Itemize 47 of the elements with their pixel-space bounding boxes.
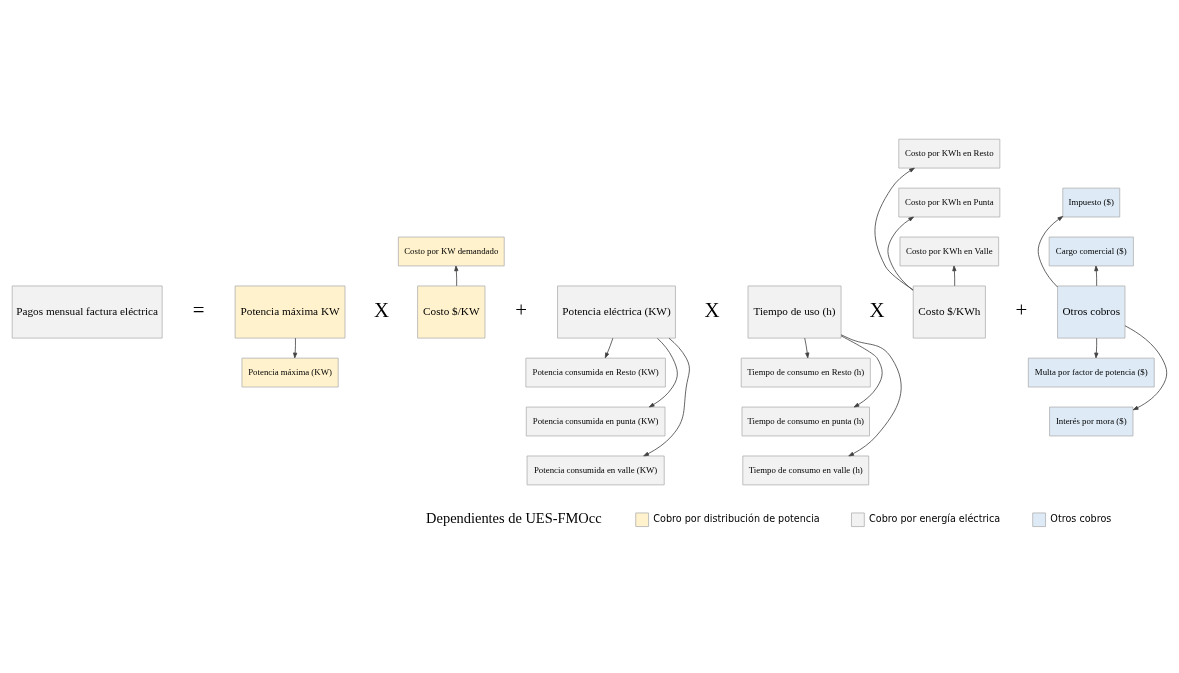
arrow	[1037, 216, 1064, 288]
label: Dependientes de UES-FMOcc	[426, 509, 602, 526]
arrow	[643, 337, 690, 457]
arrow	[887, 216, 914, 291]
node-box: Potencia consumida en Resto (KW)	[525, 357, 666, 388]
arrow	[804, 337, 810, 359]
arrow	[293, 337, 298, 359]
node-box: Costo por KW demandado	[397, 236, 505, 267]
node-box: Potencia eléctrica (KW)	[557, 285, 676, 339]
node-box: Otros cobros	[1057, 285, 1126, 339]
legend-label: Otros cobros	[1050, 513, 1112, 525]
node-box: Cargo comercial ($)	[1048, 236, 1134, 267]
node-box: Potencia máxima KW	[234, 285, 346, 339]
node-box: Impuesto ($)	[1062, 187, 1121, 218]
arrow	[454, 265, 459, 287]
legend-label: Cobro por distribución de potencia	[653, 513, 820, 525]
node-box: Tiempo de uso (h)	[747, 285, 842, 339]
node-box: Pagos mensual factura eléctrica	[11, 285, 163, 339]
arrow	[840, 334, 902, 457]
label: X	[869, 298, 885, 323]
label: =	[192, 298, 205, 323]
arrow	[1094, 265, 1099, 287]
node-box: Tiempo de consumo en valle (h)	[742, 455, 870, 486]
label: +	[1015, 298, 1028, 323]
node-box: Potencia máxima (KW)	[241, 357, 339, 388]
arrow	[1094, 337, 1099, 359]
arrow	[840, 335, 883, 408]
node-box: Costo por KWh en Valle	[899, 236, 1000, 267]
node-box: Potencia consumida en valle (KW)	[526, 455, 665, 486]
node-box: Interés por mora ($)	[1049, 406, 1134, 437]
label: X	[704, 298, 720, 323]
node-box: Costo por KWh en Punta	[898, 187, 1001, 218]
arrow	[648, 337, 678, 408]
node-box: Costo $/KWh	[912, 285, 986, 339]
label: X	[373, 298, 390, 323]
label: +	[515, 298, 527, 323]
arrow	[604, 337, 614, 359]
node-box: Costo por KWh en Resto	[898, 138, 1001, 169]
node-box: Costo $/KW	[417, 285, 486, 339]
node-box: Tiempo de consumo en Resto (h)	[740, 357, 871, 388]
node-box: Potencia consumida en punta (KW)	[525, 406, 666, 437]
arrow	[874, 167, 915, 291]
arrow	[952, 265, 957, 287]
node-box: Multa por factor de potencia ($)	[1027, 357, 1155, 388]
legend-label: Cobro por energía eléctrica	[869, 513, 1001, 525]
arrow	[1124, 325, 1168, 411]
node-box: Tiempo de consumo en punta (h)	[741, 406, 870, 437]
